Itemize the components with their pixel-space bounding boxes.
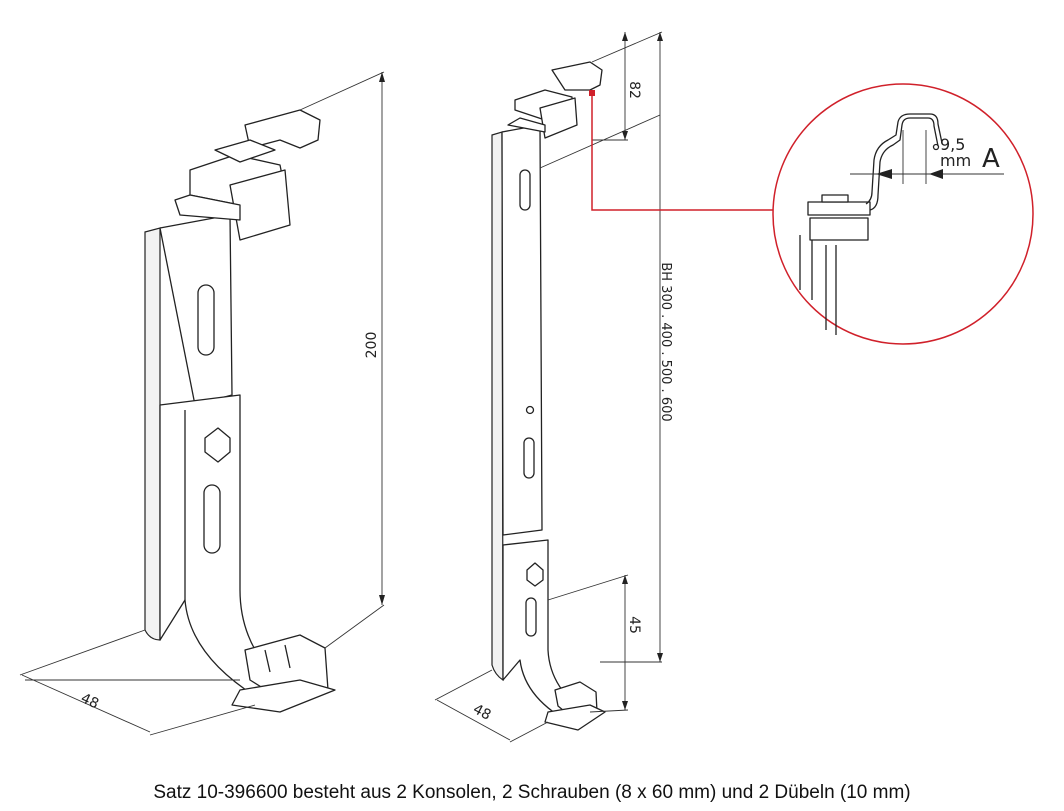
caption: Satz 10-396600 besteht aus 2 Konsolen, 2…: [153, 782, 911, 803]
right-top-label: 82: [626, 81, 642, 99]
detail-value: 9,5: [940, 135, 965, 154]
detail-callout: 9,5 mm A: [589, 83, 1034, 345]
left-depth-label: 48: [78, 690, 101, 712]
right-height-label: BH 300 . 400 . 500 . 600: [658, 262, 673, 421]
right-depth-label: 48: [470, 701, 493, 723]
detail-unit: mm: [940, 151, 971, 170]
right-bracket: [491, 61, 606, 731]
right-bottom-label: 45: [626, 616, 642, 634]
left-bracket: [144, 109, 336, 713]
right-dimensions: 82 BH 300 . 400 . 500 . 600 45 48: [434, 31, 673, 743]
left-height-label: 200: [364, 332, 380, 359]
detail-marker: A: [982, 144, 1000, 174]
left-dimensions: 200 48: [19, 71, 385, 736]
